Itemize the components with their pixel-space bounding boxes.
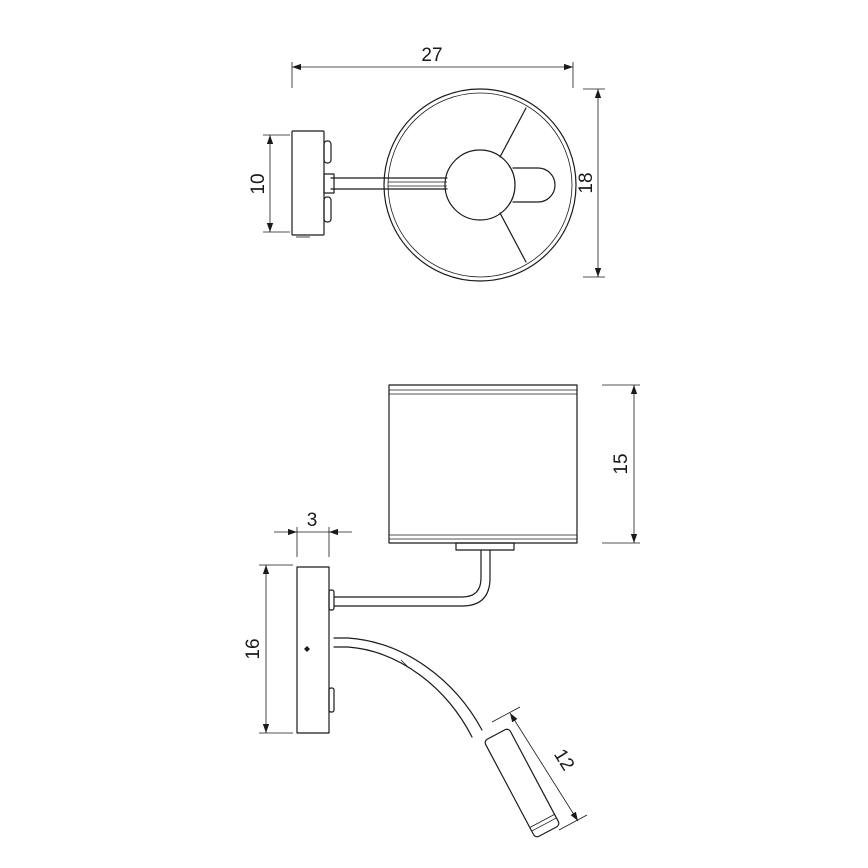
dimension-top-plate: 10: [248, 134, 290, 233]
dimension-top-depth: 18: [576, 88, 605, 278]
dimension-shade-height: 15: [602, 384, 640, 544]
dimension-label-3: 3: [307, 510, 318, 531]
dimension-top-width: 27: [291, 45, 574, 88]
dimension-side-plate-height: 16: [243, 564, 293, 734]
dimension-reading-arm: 12: [491, 706, 588, 831]
top-shade-inner: [387, 92, 573, 278]
side-plate-marker: [304, 646, 310, 652]
top-wall-plate: [291, 130, 325, 236]
top-plate-screw-upper: [323, 140, 332, 164]
top-bulb: [512, 167, 556, 203]
side-main-arm: [333, 549, 491, 607]
dimension-label-12: 12: [549, 746, 578, 775]
top-socket: [444, 149, 516, 221]
dimension-label-16: 16: [243, 638, 264, 659]
top-view: [291, 88, 577, 282]
dimension-label-27: 27: [421, 45, 442, 66]
side-wall-plate: [296, 566, 330, 734]
side-gooseneck: [333, 637, 483, 738]
side-reading-lamp: [484, 728, 560, 838]
side-plate-screw-lower: [328, 687, 335, 713]
top-shade-outer: [383, 88, 577, 282]
dimension-label-10: 10: [248, 173, 269, 194]
side-plate-screw-upper: [328, 589, 335, 611]
top-plate-screw-lower: [323, 196, 332, 223]
dimension-label-15: 15: [611, 453, 632, 474]
top-arm: [323, 173, 448, 194]
dimension-side-plate-depth: 3: [274, 510, 352, 557]
dimension-label-18: 18: [576, 172, 597, 193]
side-view: [296, 384, 578, 838]
side-socket: [455, 542, 515, 551]
side-shade: [388, 384, 578, 544]
